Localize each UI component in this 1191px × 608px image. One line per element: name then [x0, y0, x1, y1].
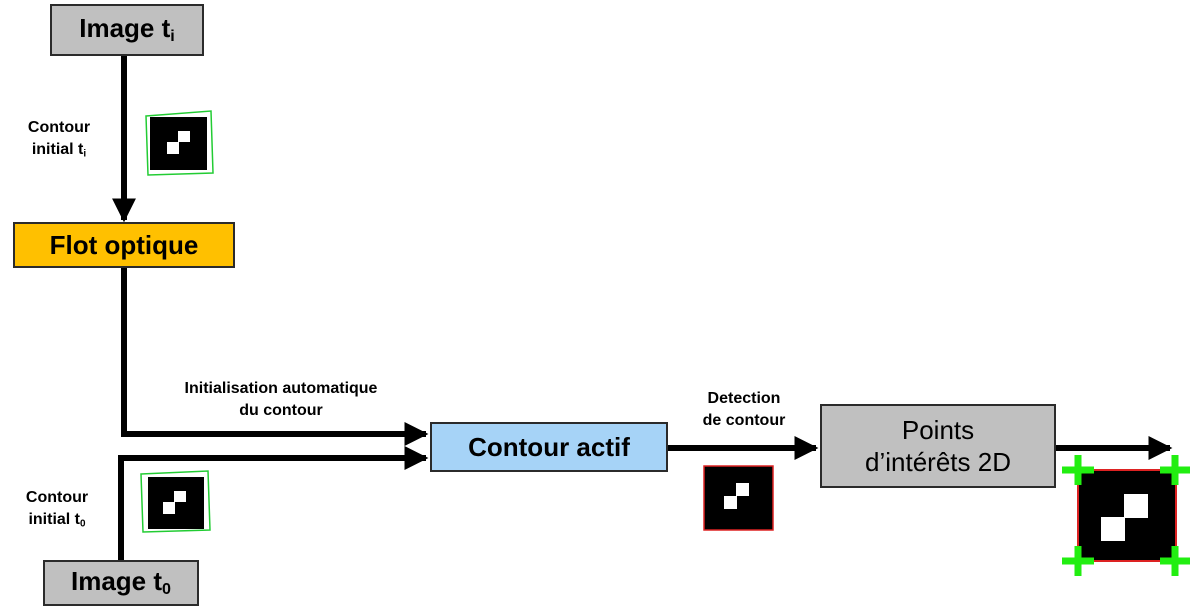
points-interets-box: Points d’intérêts 2D: [820, 404, 1056, 488]
corner-marker-top-left: [1062, 455, 1094, 485]
corner-marker-bottom-right: [1160, 546, 1190, 576]
label-detection-contour: Detection de contour: [702, 390, 786, 429]
thumbnail-contour-initial-ti: [145, 110, 214, 176]
thumbnail-contour-initial-t0: [140, 470, 211, 533]
corner-marker-bottom-left: [1062, 546, 1094, 576]
label-contour-initial-ti: Contour initial ti: [27, 119, 91, 160]
thumbnail-interest-points: [1062, 455, 1190, 576]
image-t0-box: Image t0: [43, 560, 199, 606]
arrow-image-t0-to-contour-actif: [118, 446, 429, 560]
flot-optique-box: Flot optique: [13, 222, 235, 268]
label-initialisation-automatique: Initialisation automatique du contour: [184, 380, 378, 419]
image-ti-label: Image ti: [79, 13, 175, 46]
image-ti-box: Image ti: [50, 4, 204, 56]
corner-marker-top-right: [1160, 455, 1190, 485]
points-interets-line2: d’intérêts 2D: [865, 447, 1011, 477]
image-t0-label: Image t0: [71, 566, 171, 599]
contour-actif-label: Contour actif: [468, 431, 630, 462]
points-interets-line1: Points: [901, 415, 975, 445]
contour-actif-box: Contour actif: [430, 422, 668, 472]
label-contour-initial-t0: Contour initial t0: [25, 489, 89, 530]
flot-optique-label: Flot optique: [49, 229, 199, 260]
thumbnail-detected-contour: [703, 465, 774, 531]
arrow-flot-to-contour-actif: [121, 268, 429, 446]
